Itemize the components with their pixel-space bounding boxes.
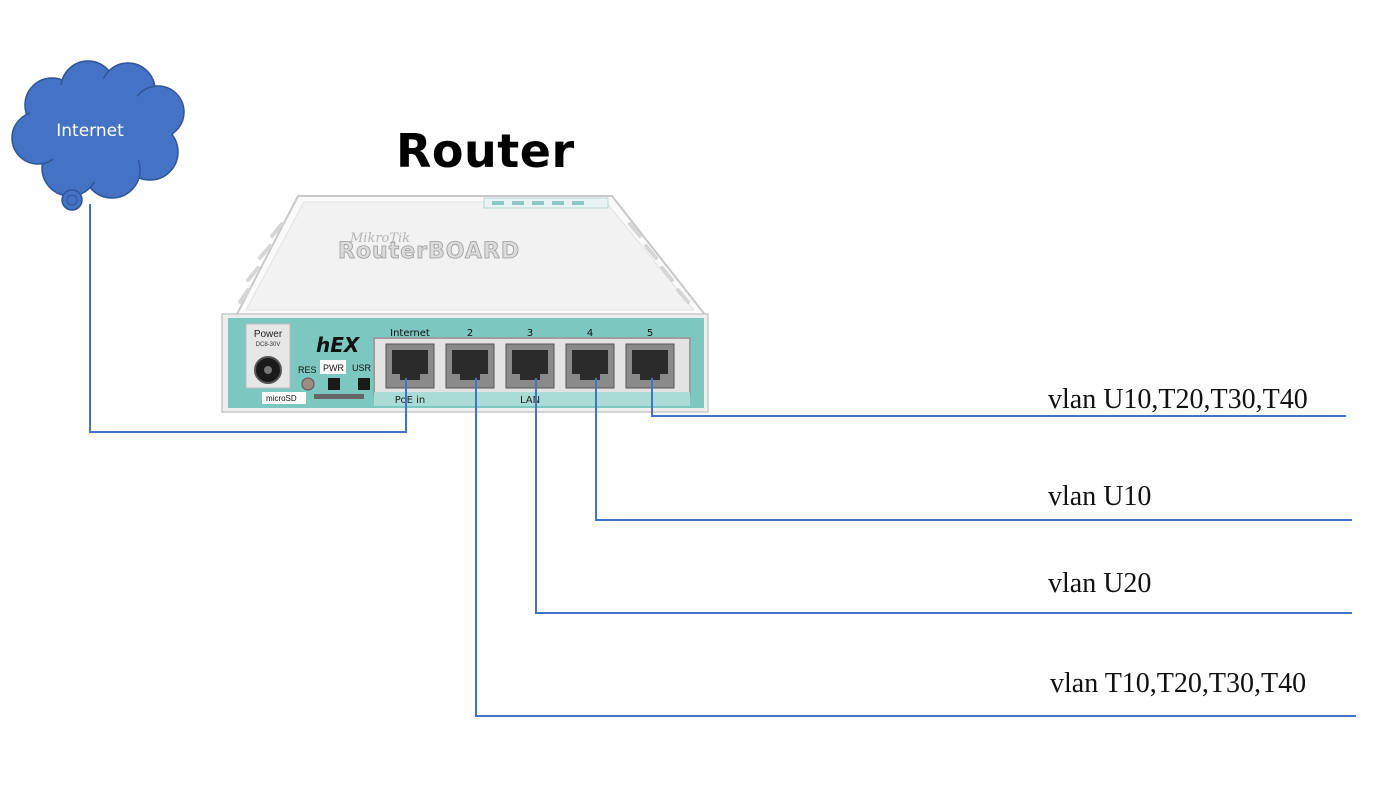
microsd-label: microSD bbox=[266, 394, 297, 403]
router-model: hEX bbox=[316, 333, 361, 357]
internet-cloud-icon: Internet bbox=[11, 60, 185, 211]
cloud-label: Internet bbox=[56, 121, 124, 141]
vlan-label-port-4: vlan U10 bbox=[1048, 481, 1152, 512]
link-line-port-4 bbox=[595, 378, 1352, 521]
res-label: RES bbox=[298, 365, 317, 375]
internet-link-line bbox=[89, 204, 407, 433]
pwr-led-icon bbox=[328, 378, 340, 390]
ethernet-port-4 bbox=[565, 343, 615, 389]
vlan-label-port-5: vlan U10,T20,T30,T40 bbox=[1048, 384, 1308, 415]
link-line-port-3 bbox=[535, 378, 1352, 614]
port-sublabel-2: LAN bbox=[520, 395, 540, 406]
pwr-label: PWR bbox=[323, 363, 344, 373]
usr-led-icon bbox=[358, 378, 370, 390]
power-label: Power bbox=[254, 329, 283, 340]
port-label-1: 2 bbox=[467, 328, 473, 339]
link-line-port-2 bbox=[475, 378, 1356, 717]
ethernet-port-5 bbox=[625, 343, 675, 389]
microsd-slot-icon bbox=[314, 394, 364, 399]
link-line-port-5 bbox=[651, 378, 1346, 417]
ethernet-port-2 bbox=[445, 343, 495, 389]
router-brand-big: RouterBOARD bbox=[338, 239, 520, 264]
port-label-3: 4 bbox=[587, 328, 593, 339]
port-label-2: 3 bbox=[527, 328, 533, 339]
usr-label: USR bbox=[352, 363, 372, 373]
vlan-label-port-2: vlan T10,T20,T30,T40 bbox=[1050, 668, 1307, 699]
port-sublabel-0: PoE in bbox=[395, 395, 425, 406]
diagram-title: Router bbox=[396, 124, 575, 178]
reset-button-icon bbox=[301, 377, 315, 391]
router-device: MikroTik RouterBOARD Power DC8-30V hEX R… bbox=[221, 195, 709, 413]
ethernet-port-3 bbox=[505, 343, 555, 389]
router-brand-small: MikroTik bbox=[349, 231, 410, 246]
vlan-label-port-3: vlan U20 bbox=[1048, 568, 1152, 599]
power-sub-label: DC8-30V bbox=[256, 342, 281, 348]
port-label-0: Internet bbox=[390, 328, 430, 339]
ethernet-port-internet bbox=[385, 343, 435, 389]
connection-lines bbox=[89, 204, 1356, 717]
port-label-4: 5 bbox=[647, 328, 653, 339]
